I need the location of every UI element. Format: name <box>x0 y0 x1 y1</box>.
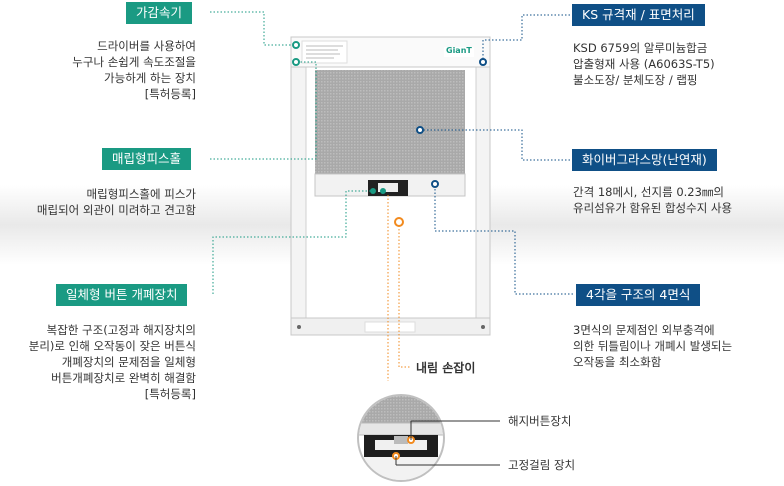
piss-hole-desc: 매립형피스홀에 피스가 매립되어 외관이 미려하고 견고함 <box>36 187 196 217</box>
button-device-desc: 복잡한 구조(고정과 해지장치의 분리)로 인해 오작동이 잦은 버튼식 개폐장… <box>28 323 196 401</box>
fiber-mesh-badge: 화이버그라스망(난연재) <box>572 149 717 171</box>
four-side-frame-desc: 3면식의 문제점인 외부충격에 의한 뒤틀림이나 개폐시 발생되는 오작동을 최… <box>573 323 733 369</box>
speed-control-desc: 드라이버를 사용하여 누구나 손쉽게 속도조절을 가능하게 하는 장치 [특허등… <box>72 39 196 101</box>
fixed-lock-label: 고정걸림 장치 <box>508 458 576 472</box>
brand-logo: GianT <box>446 46 472 55</box>
connector-pisshole <box>210 61 317 160</box>
four-side-frame-badge: 4각을 구조의 4면식 <box>576 284 701 306</box>
connector-handle <box>398 222 411 368</box>
ks-standard-desc: KSD 6759의 알루미늄합금 압출형재 사용 (A6063S-T5) 불소도… <box>573 41 715 87</box>
connector-ks <box>482 14 570 62</box>
fiber-mesh-desc: 간격 18메시, 선지름 0.23㎜의 유리섬유가 함유된 합성수지 사용 <box>573 185 733 215</box>
piss-hole-badge: 매립형피스홀 <box>102 148 192 170</box>
handle-label: 내림 손잡이 <box>416 361 476 375</box>
speed-control-badge: 가감속기 <box>126 2 193 24</box>
fiberglass-mesh <box>315 70 465 175</box>
release-button-label: 해지버튼장치 <box>508 414 572 428</box>
ks-standard-badge: KS 규격재 / 표면처리 <box>572 4 705 26</box>
connector-frame <box>434 184 573 295</box>
connector-speed <box>210 11 296 46</box>
button-device-badge: 일체형 버튼 개폐장치 <box>56 284 188 306</box>
connector-fiber <box>420 129 570 161</box>
connector-button <box>212 190 373 294</box>
